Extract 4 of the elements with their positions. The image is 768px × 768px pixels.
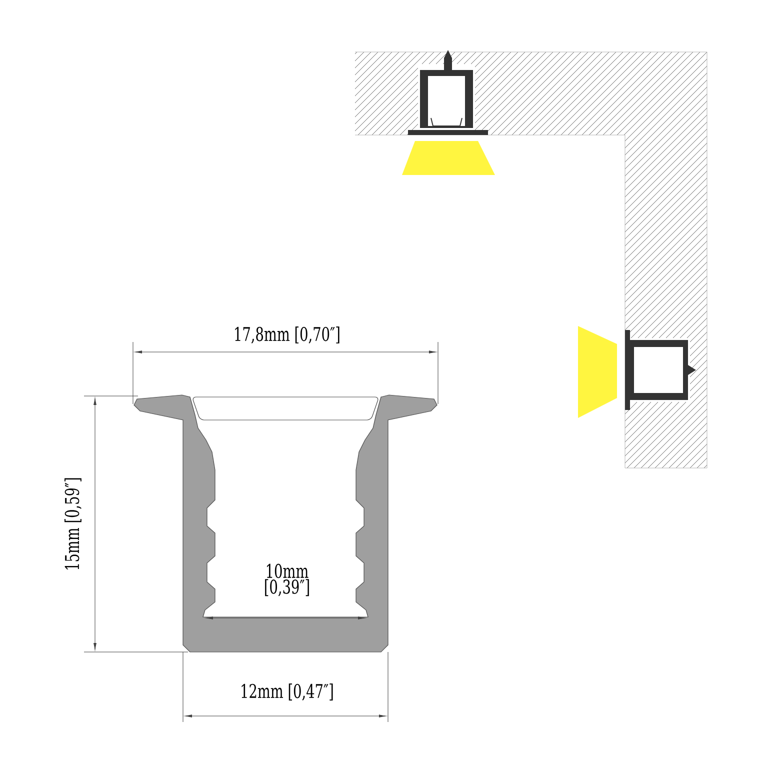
dimension-label: 10mm [0,39″] <box>265 564 309 596</box>
dimension-label: 12mm [0,47″] <box>242 684 333 701</box>
dimension-label: 15mm [0,59″] <box>64 478 82 570</box>
dimension-label: 17,8mm [0,70″] <box>235 326 340 344</box>
